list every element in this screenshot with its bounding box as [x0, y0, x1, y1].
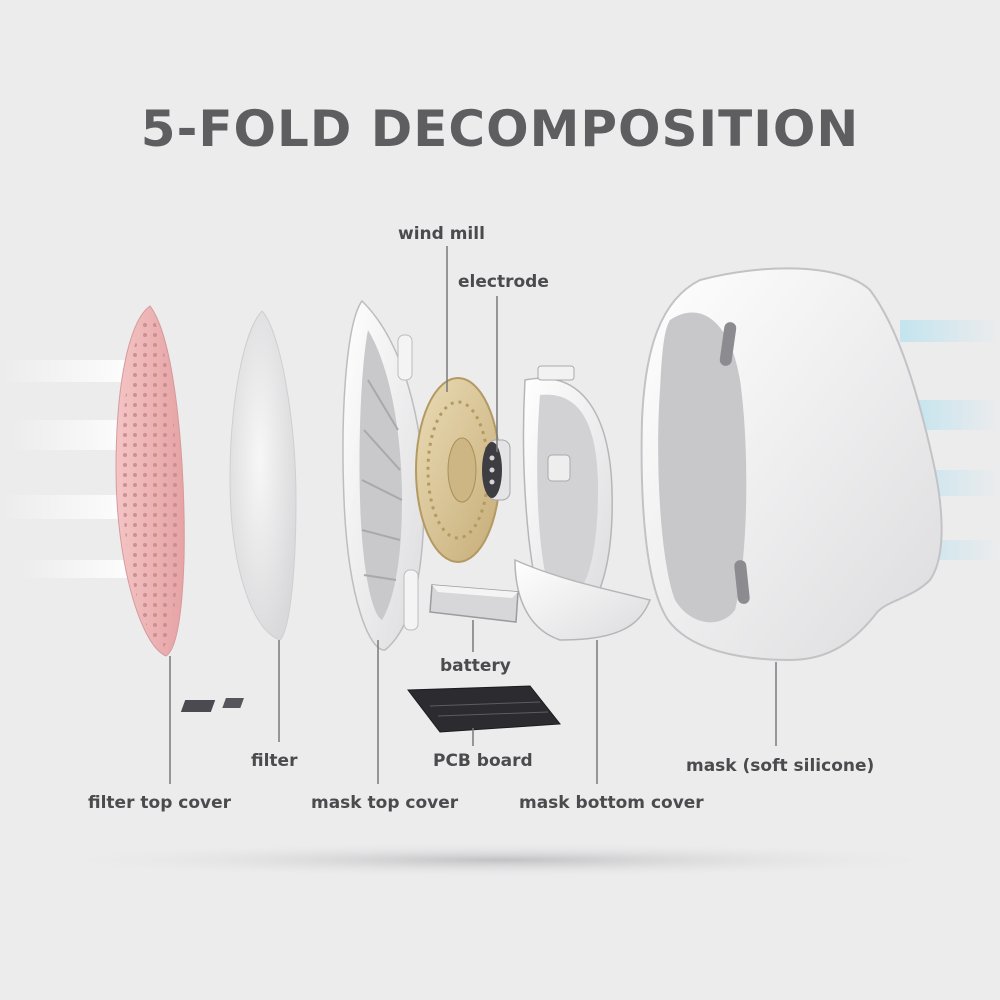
label-mask-top-cover: mask top cover: [311, 793, 459, 813]
label-mask-bottom-cover: mask bottom cover: [519, 793, 704, 813]
pcb-board-part: [180, 685, 561, 733]
label-pcb-board: PCB board: [433, 751, 533, 771]
label-mask-silicone: mask (soft silicone): [686, 756, 875, 776]
airflow-left: [0, 360, 130, 578]
filter-part: [229, 310, 297, 641]
battery-part: [429, 584, 519, 623]
leader-lines: [169, 246, 777, 784]
mask-bottom-cover-part: [514, 365, 652, 641]
floor-shadow: [30, 842, 970, 878]
mask-top-cover-part: [342, 299, 425, 651]
filter-top-cover-part: [115, 305, 185, 657]
mask-silicone-part: [640, 267, 943, 662]
diagram-title: 5-FOLD DECOMPOSITION: [140, 100, 860, 158]
electrode-part: [482, 439, 511, 501]
label-filter: filter: [251, 751, 298, 771]
label-filter-top-cover: filter top cover: [88, 793, 232, 813]
label-wind-mill: wind mill: [398, 224, 485, 244]
label-battery: battery: [440, 656, 511, 676]
label-electrode: electrode: [458, 272, 549, 292]
